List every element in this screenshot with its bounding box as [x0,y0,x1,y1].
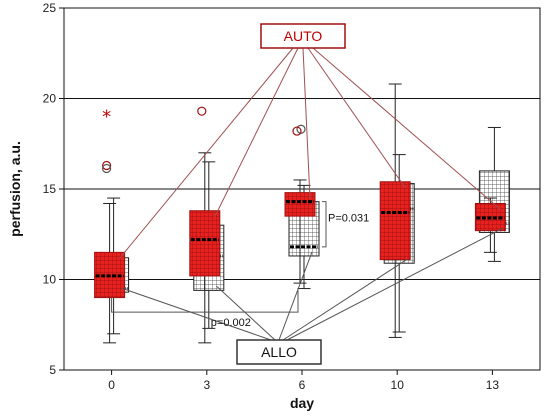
outlier-point [101,160,112,171]
x-tick-label: 0 [108,378,115,392]
p-value-label-1: p=0.002 [211,317,251,329]
y-tick-label: 20 [43,92,57,106]
x-tick-label: 3 [203,378,210,392]
box-red-day-3 [189,210,221,277]
axes: 5 10 15 20 25 0 3 6 10 13 day perfusion, a.u. [7,1,541,411]
y-tick-label: 5 [49,363,56,377]
auto-callout-line [307,47,406,189]
allo-label-box [236,339,322,365]
y-tick-label: 10 [43,273,57,287]
p-bracket-day0-day6 [111,290,299,313]
box-red-day-10 [379,181,411,261]
auto-callout-line [214,47,299,217]
allo-callout-line [121,287,272,341]
y-tick-label: 25 [43,1,57,15]
outlier-point [101,163,112,174]
outlier-point [197,106,207,116]
p-bracket-day6 [322,201,327,248]
auto-callout-line [312,47,501,210]
outlier-point [292,126,302,136]
auto-callout-line [119,47,294,259]
y-tick-label: 15 [43,182,57,196]
x-axis-title: day [290,395,314,411]
box-plots: * [94,83,510,344]
annotations: AUTO ALLO p=0.002 P=0.031 [111,23,503,365]
auto-label: AUTO [284,28,323,44]
box-red-day-6 [284,192,316,217]
x-tick-label: 10 [391,378,405,392]
allo-callout-line [278,251,313,341]
extreme-point: * [102,107,111,128]
allo-callout-line [216,285,276,341]
allo-callout-line [286,227,503,341]
allo-label: ALLO [261,344,297,360]
p-value-label-2: P=0.031 [328,213,369,225]
y-axis-title: perfusion, a.u. [7,141,23,237]
x-tick-label: 6 [299,378,306,392]
auto-label-box [260,23,346,49]
auto-callout-line [302,47,311,199]
allo-callout-line [282,258,408,341]
x-tick-label: 13 [486,378,500,392]
